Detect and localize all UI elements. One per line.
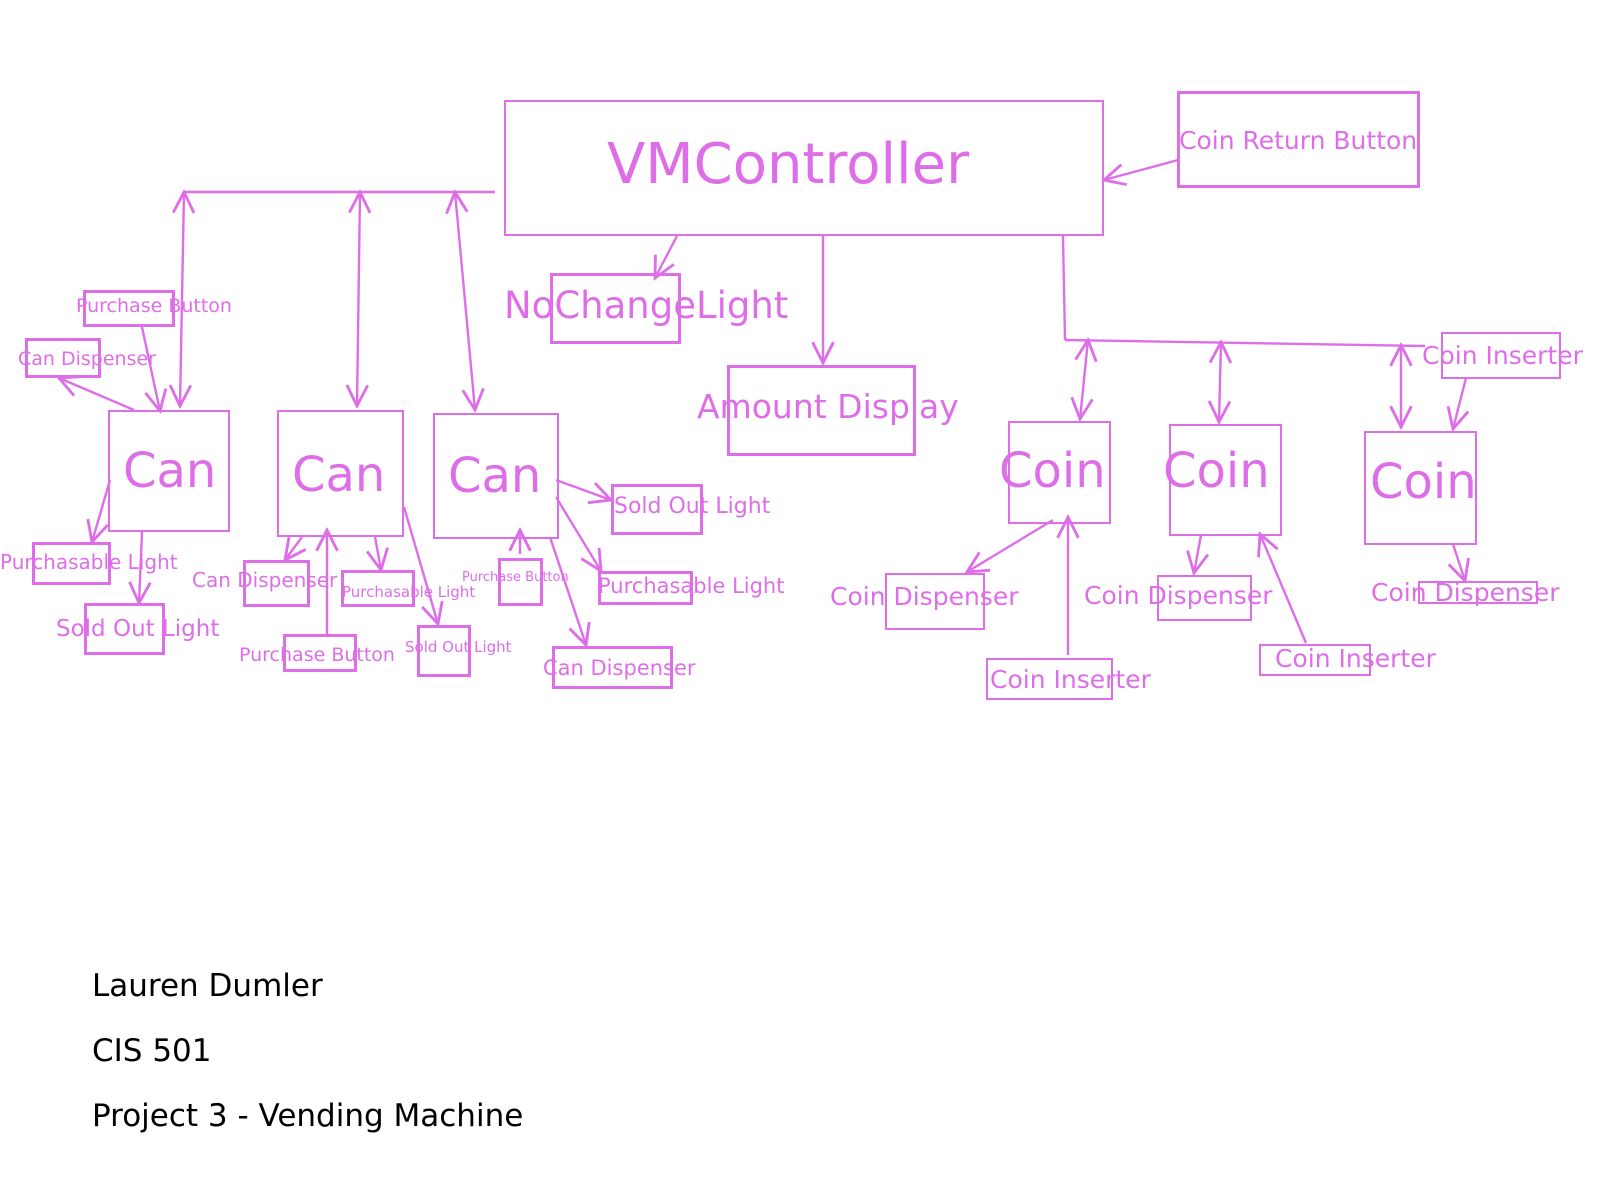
link-can1-soldoutlight: [139, 531, 142, 603]
link-can3-candispenser: [548, 536, 586, 645]
coin2-coin-dispenser-label: Coin Dispenser: [1084, 581, 1273, 610]
can3-sold-out-light-box: [611, 484, 703, 535]
can1-box: [108, 410, 230, 532]
can3-box: [433, 413, 559, 539]
coin2-coin-inserter-box: [1259, 644, 1371, 676]
link-coin1-coindispenser: [967, 518, 1054, 572]
link-can2-candispenser: [285, 536, 302, 560]
can1-purchase-button-label: Purchase Button: [76, 295, 232, 317]
link-coin3-coindispenser: [1453, 543, 1465, 581]
can3-purchase-button-label: Purchase Button: [462, 570, 569, 585]
link-can2-purchasablelight: [375, 536, 381, 570]
coin1-coin-inserter-label: Coin Inserter: [990, 665, 1151, 694]
controller-label: VMController: [607, 132, 970, 197]
coin3-coin-dispenser-box: [1418, 581, 1538, 604]
link-coin3-coininserter: [1453, 377, 1466, 429]
link-controller-can1: [180, 192, 184, 406]
amount-display-label: Amount Display: [697, 387, 959, 426]
coin3-box: [1364, 431, 1477, 545]
project-title: Project 3 - Vending Machine: [92, 1098, 524, 1134]
course-code: CIS 501: [92, 1033, 212, 1069]
can3-purchasable-light-box: [598, 571, 693, 605]
can1-sold-out-light-label: Sold Out Light: [56, 616, 220, 642]
coin3-coin-inserter-label: Coin Inserter: [1422, 341, 1583, 370]
amount-display-box: [727, 365, 916, 456]
right-bus-line: [1064, 338, 1426, 348]
can2-purchase-button-label: Purchase Button: [239, 644, 395, 666]
link-controller-nochangelight: [655, 235, 679, 278]
coin1-coin-dispenser-box: [885, 573, 985, 630]
coin3-coin-dispenser-label: Coin Dispenser: [1371, 578, 1560, 607]
can2-can-dispenser-box: [243, 560, 310, 607]
can3-purchasable-light-label: Purchasable Light: [598, 574, 785, 598]
coin2-coin-inserter-label: Coin Inserter: [1275, 644, 1436, 673]
can3-can-dispenser-box: [552, 646, 673, 689]
can1-sold-out-light-box: [84, 603, 165, 655]
can1-can-dispenser-box: [25, 338, 101, 378]
link-controller-coin2: [1219, 342, 1221, 422]
coin3-coin-inserter-box: [1441, 332, 1561, 379]
link-can1-purchasablelight: [92, 479, 112, 542]
can2-can-dispenser-label: Can Dispenser: [192, 568, 338, 592]
coin2-title: Coin: [1163, 443, 1270, 499]
coin1-box: [1008, 421, 1111, 524]
coin1-title: Coin: [999, 443, 1106, 499]
link-coin2-coininserter: [1260, 534, 1308, 644]
can3-can-dispenser-label: Can Dispenser: [543, 656, 696, 680]
coin3-title: Coin: [1370, 454, 1477, 510]
coin1-coin-inserter-box: [986, 658, 1113, 700]
link-can3-purchasablelight: [554, 496, 601, 571]
coin-return-button-label: Coin Return Button: [1179, 126, 1418, 155]
link-can1-purchasebutton: [140, 326, 160, 411]
link-controller-coin1: [1080, 340, 1088, 419]
link-coin2-coindispenser: [1194, 534, 1201, 573]
controller-box: [504, 100, 1104, 236]
can2-purchase-button-box: [283, 634, 357, 672]
can1-purchasable-light-box: [32, 542, 111, 585]
can3-sold-out-light-label: Sold Out Light: [614, 494, 771, 519]
can1-can-dispenser-label: Can Dispenser: [18, 348, 156, 370]
no-change-light-label: NoChangeLight: [504, 284, 789, 327]
can2-box: [277, 410, 404, 537]
can1-title: Can: [123, 443, 217, 499]
can1-purchasable-light-label: Purchasable Light: [0, 550, 178, 574]
link-can1-candispenser: [59, 378, 135, 412]
can2-sold-out-light-label: Sold Out Light: [405, 638, 512, 656]
link-controller-can2: [357, 192, 360, 406]
link-can3-soldoutlight: [555, 478, 611, 500]
coin-return-button-box: [1177, 91, 1420, 188]
can1-purchase-button-box: [83, 290, 175, 327]
link-can2-soldoutlight: [402, 506, 438, 624]
coin1-coin-dispenser-label: Coin Dispenser: [830, 582, 1019, 611]
can2-sold-out-light-box: [417, 625, 471, 677]
can3-title: Can: [448, 448, 542, 504]
no-change-light-box: [550, 273, 681, 344]
can2-purchasable-light-box: [341, 570, 415, 607]
can2-title: Can: [292, 447, 386, 503]
author-name: Lauren Dumler: [92, 968, 323, 1004]
can3-purchase-button-box: [498, 558, 543, 606]
coin2-coin-dispenser-box: [1157, 575, 1252, 621]
can2-purchasable-light-label: Purchasable Light: [342, 583, 476, 601]
link-coinreturn-controller: [1104, 158, 1179, 180]
right-bus-down: [1061, 235, 1067, 341]
link-controller-can3: [455, 192, 475, 410]
coin2-box: [1169, 424, 1282, 536]
